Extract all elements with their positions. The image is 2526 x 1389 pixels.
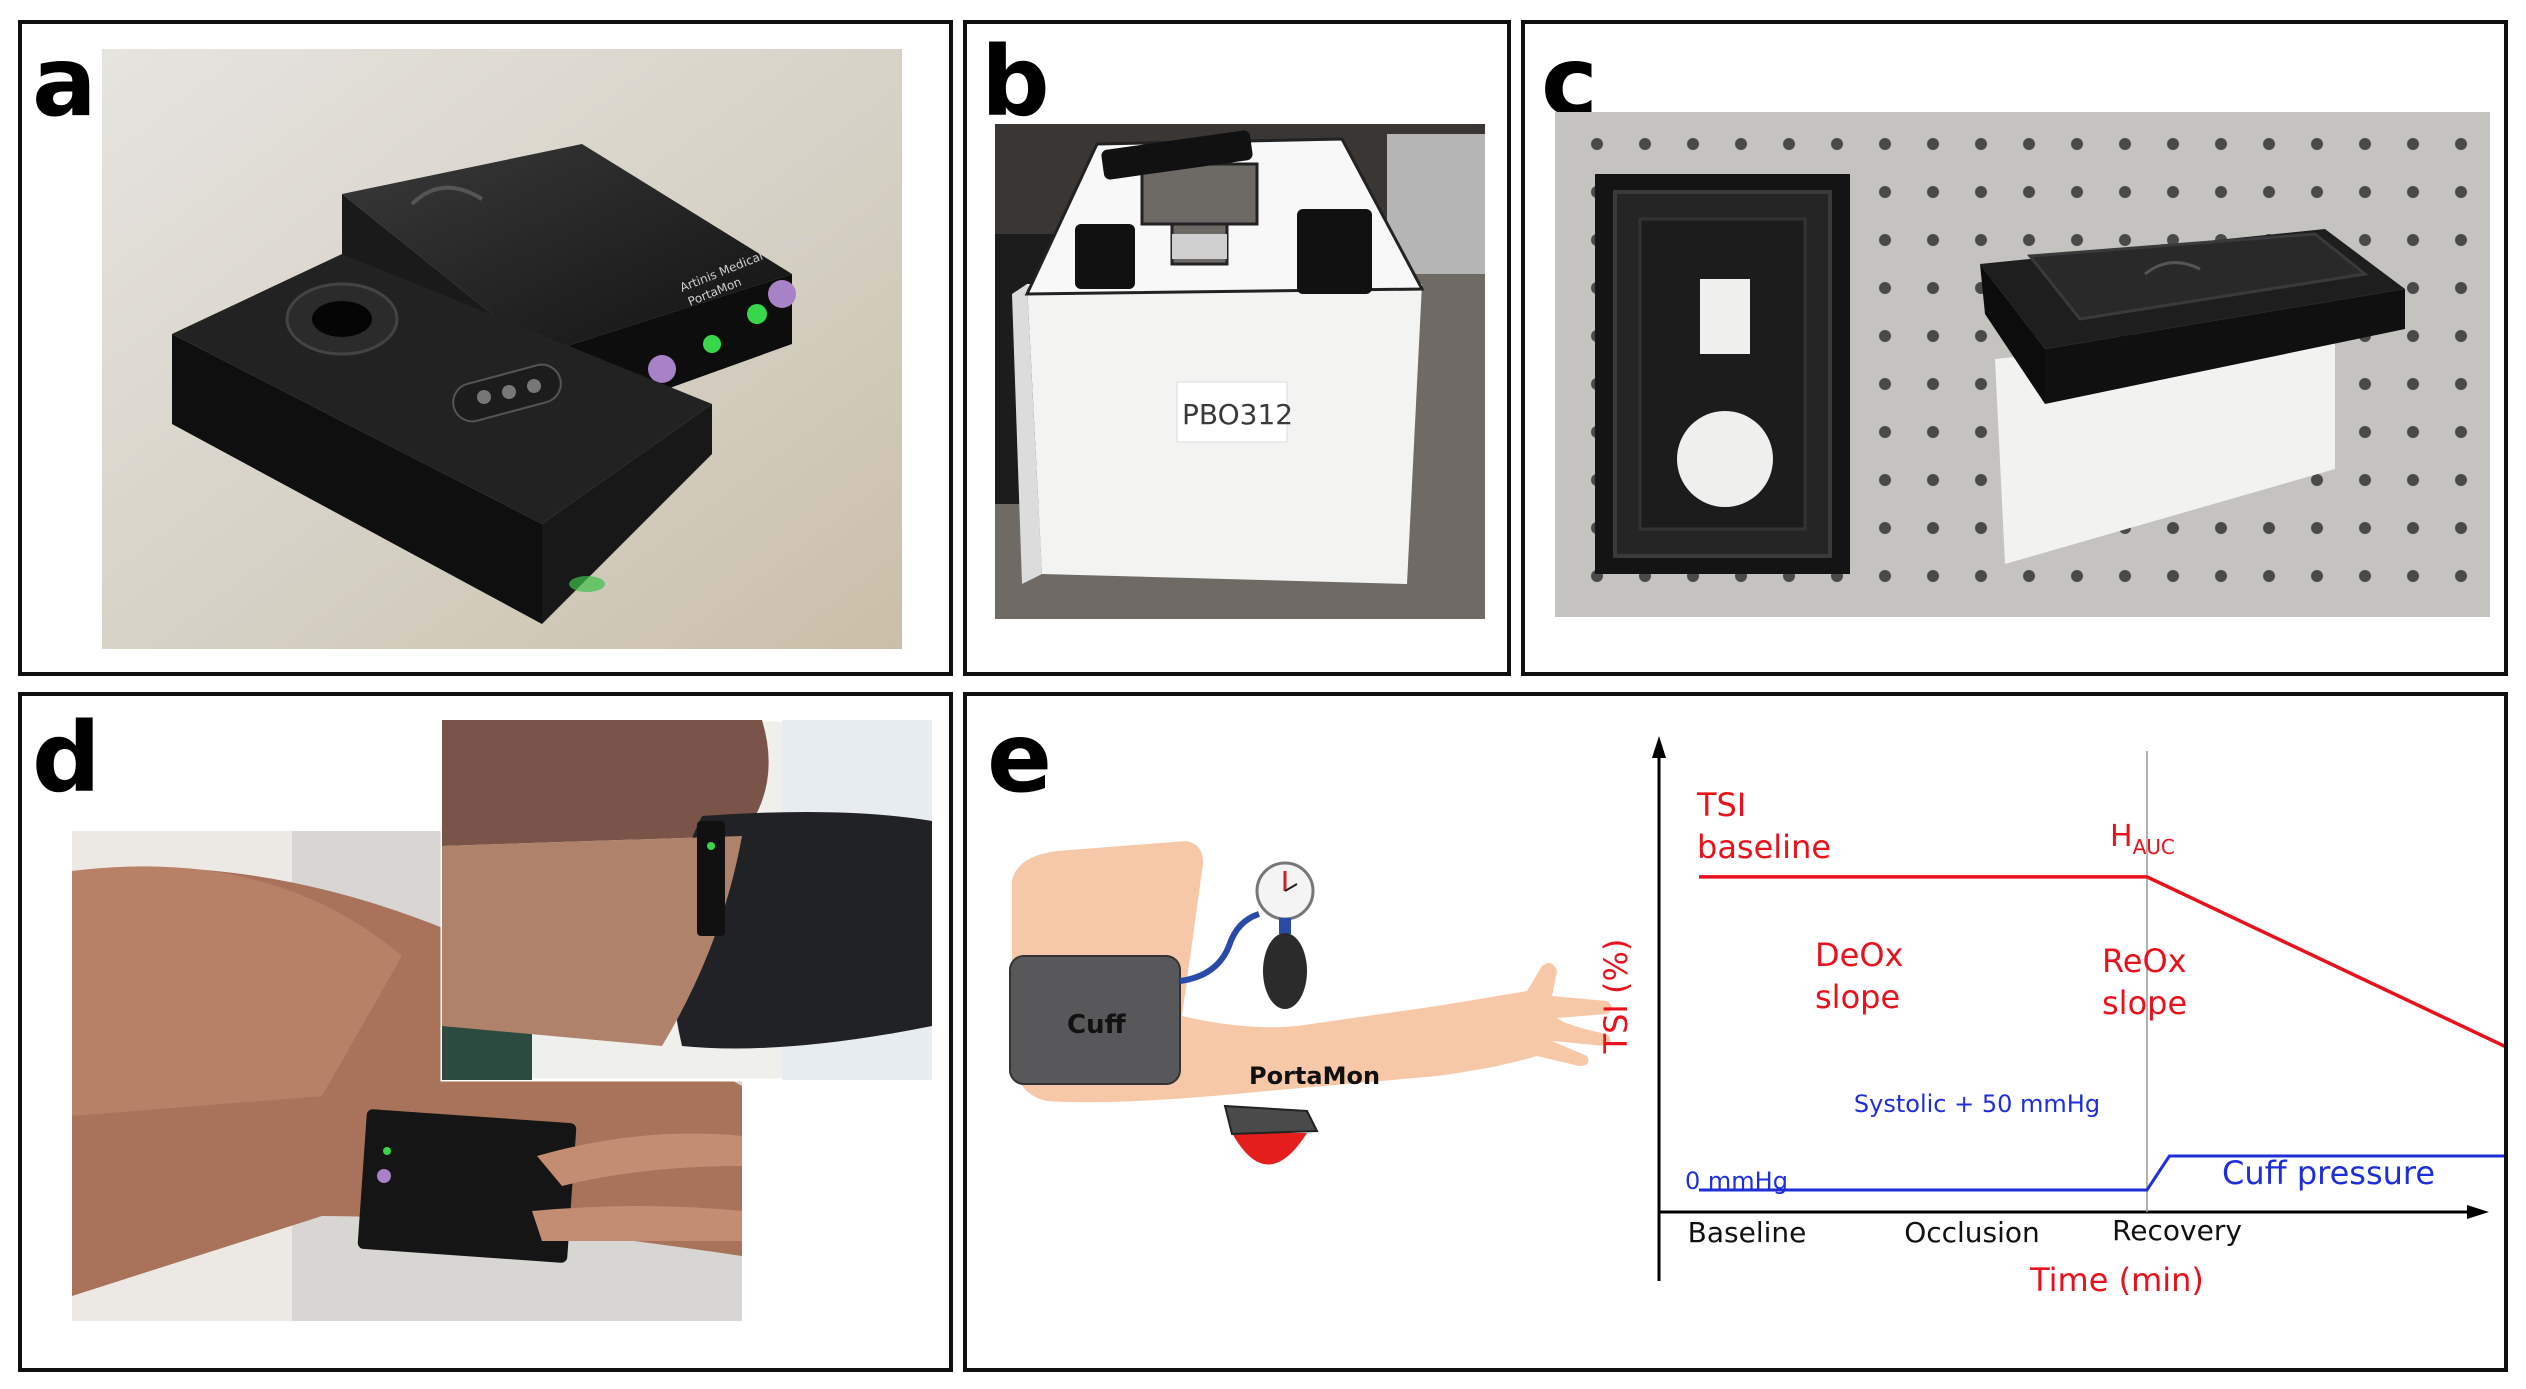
y-axis-label: TSI (%): [1597, 939, 1635, 1055]
panel-label-e: e: [987, 702, 1053, 814]
portamon-photo: Artinis Medical Systems PortaMon: [102, 49, 902, 649]
cuff-shape: [1009, 955, 1181, 1085]
device-front: [172, 254, 712, 624]
deox-label-line1: DeOx: [1815, 936, 1903, 974]
x-axis-label: Time (min): [2029, 1261, 2204, 1299]
sensor-optode: [1232, 1133, 1307, 1165]
phantom-mold-open: [1595, 174, 1850, 574]
pressure-low-label: 0 mmHg: [1685, 1167, 1788, 1195]
reox-label-line1: ReOx: [2102, 942, 2187, 980]
phantom-photo: PBO312: [995, 124, 1485, 619]
reox-label-line2: slope: [2102, 984, 2187, 1022]
pressure-high-label: Systolic + 50 mmHg: [1854, 1090, 2100, 1118]
cuff-pressure-series-line: [1699, 1154, 2504, 1192]
panel-c: c: [1521, 20, 2508, 676]
panel-d: d: [18, 692, 953, 1372]
y-axis-arrow: [1652, 736, 1666, 758]
panel-label-b: b: [981, 26, 1050, 138]
bulb-icon: [1263, 933, 1307, 1009]
phantom-parts-photo: [1555, 112, 2490, 617]
phase-label-baseline: Baseline: [1688, 1216, 1807, 1249]
phase-label-recovery: Recovery: [2112, 1214, 2242, 1247]
sensor-device: [1223, 1104, 1319, 1136]
upper-arm-photo: [440, 718, 934, 1082]
tsi-baseline-label-line1: TSI: [1696, 786, 1746, 824]
panel-b: b PBO312: [963, 20, 1511, 676]
cuff-pressure-legend: Cuff pressure: [2222, 1154, 2435, 1192]
panel-label-d: d: [32, 702, 101, 814]
arm-diagram: Cuff PortaMon: [1009, 841, 1612, 1165]
cuff-label: Cuff: [1067, 1010, 1127, 1040]
phantom-assembled: [1980, 229, 2405, 564]
panel-label-a: a: [32, 26, 97, 138]
sensor-label: PortaMon: [1249, 1062, 1380, 1090]
hauc-label: HAUC: [2110, 819, 2175, 859]
tsi-chart: TSI (%) Time (min) Baseline Occlusion Re…: [1597, 736, 2504, 1299]
panel-a: a Artinis Medical Systems PortaMon: [18, 20, 953, 676]
tsi-baseline-label-line2: baseline: [1697, 828, 1831, 866]
panel-e: e Cuff PortaMon TSI (%) Time (min) Basel…: [963, 692, 2508, 1372]
arm-photos: [72, 718, 934, 1321]
x-axis-arrow: [2467, 1205, 2489, 1219]
phase-label-occlusion: Occlusion: [1904, 1216, 2040, 1249]
phantom-sample-tag: PBO312: [1182, 398, 1293, 431]
deox-label-line2: slope: [1815, 978, 1900, 1016]
